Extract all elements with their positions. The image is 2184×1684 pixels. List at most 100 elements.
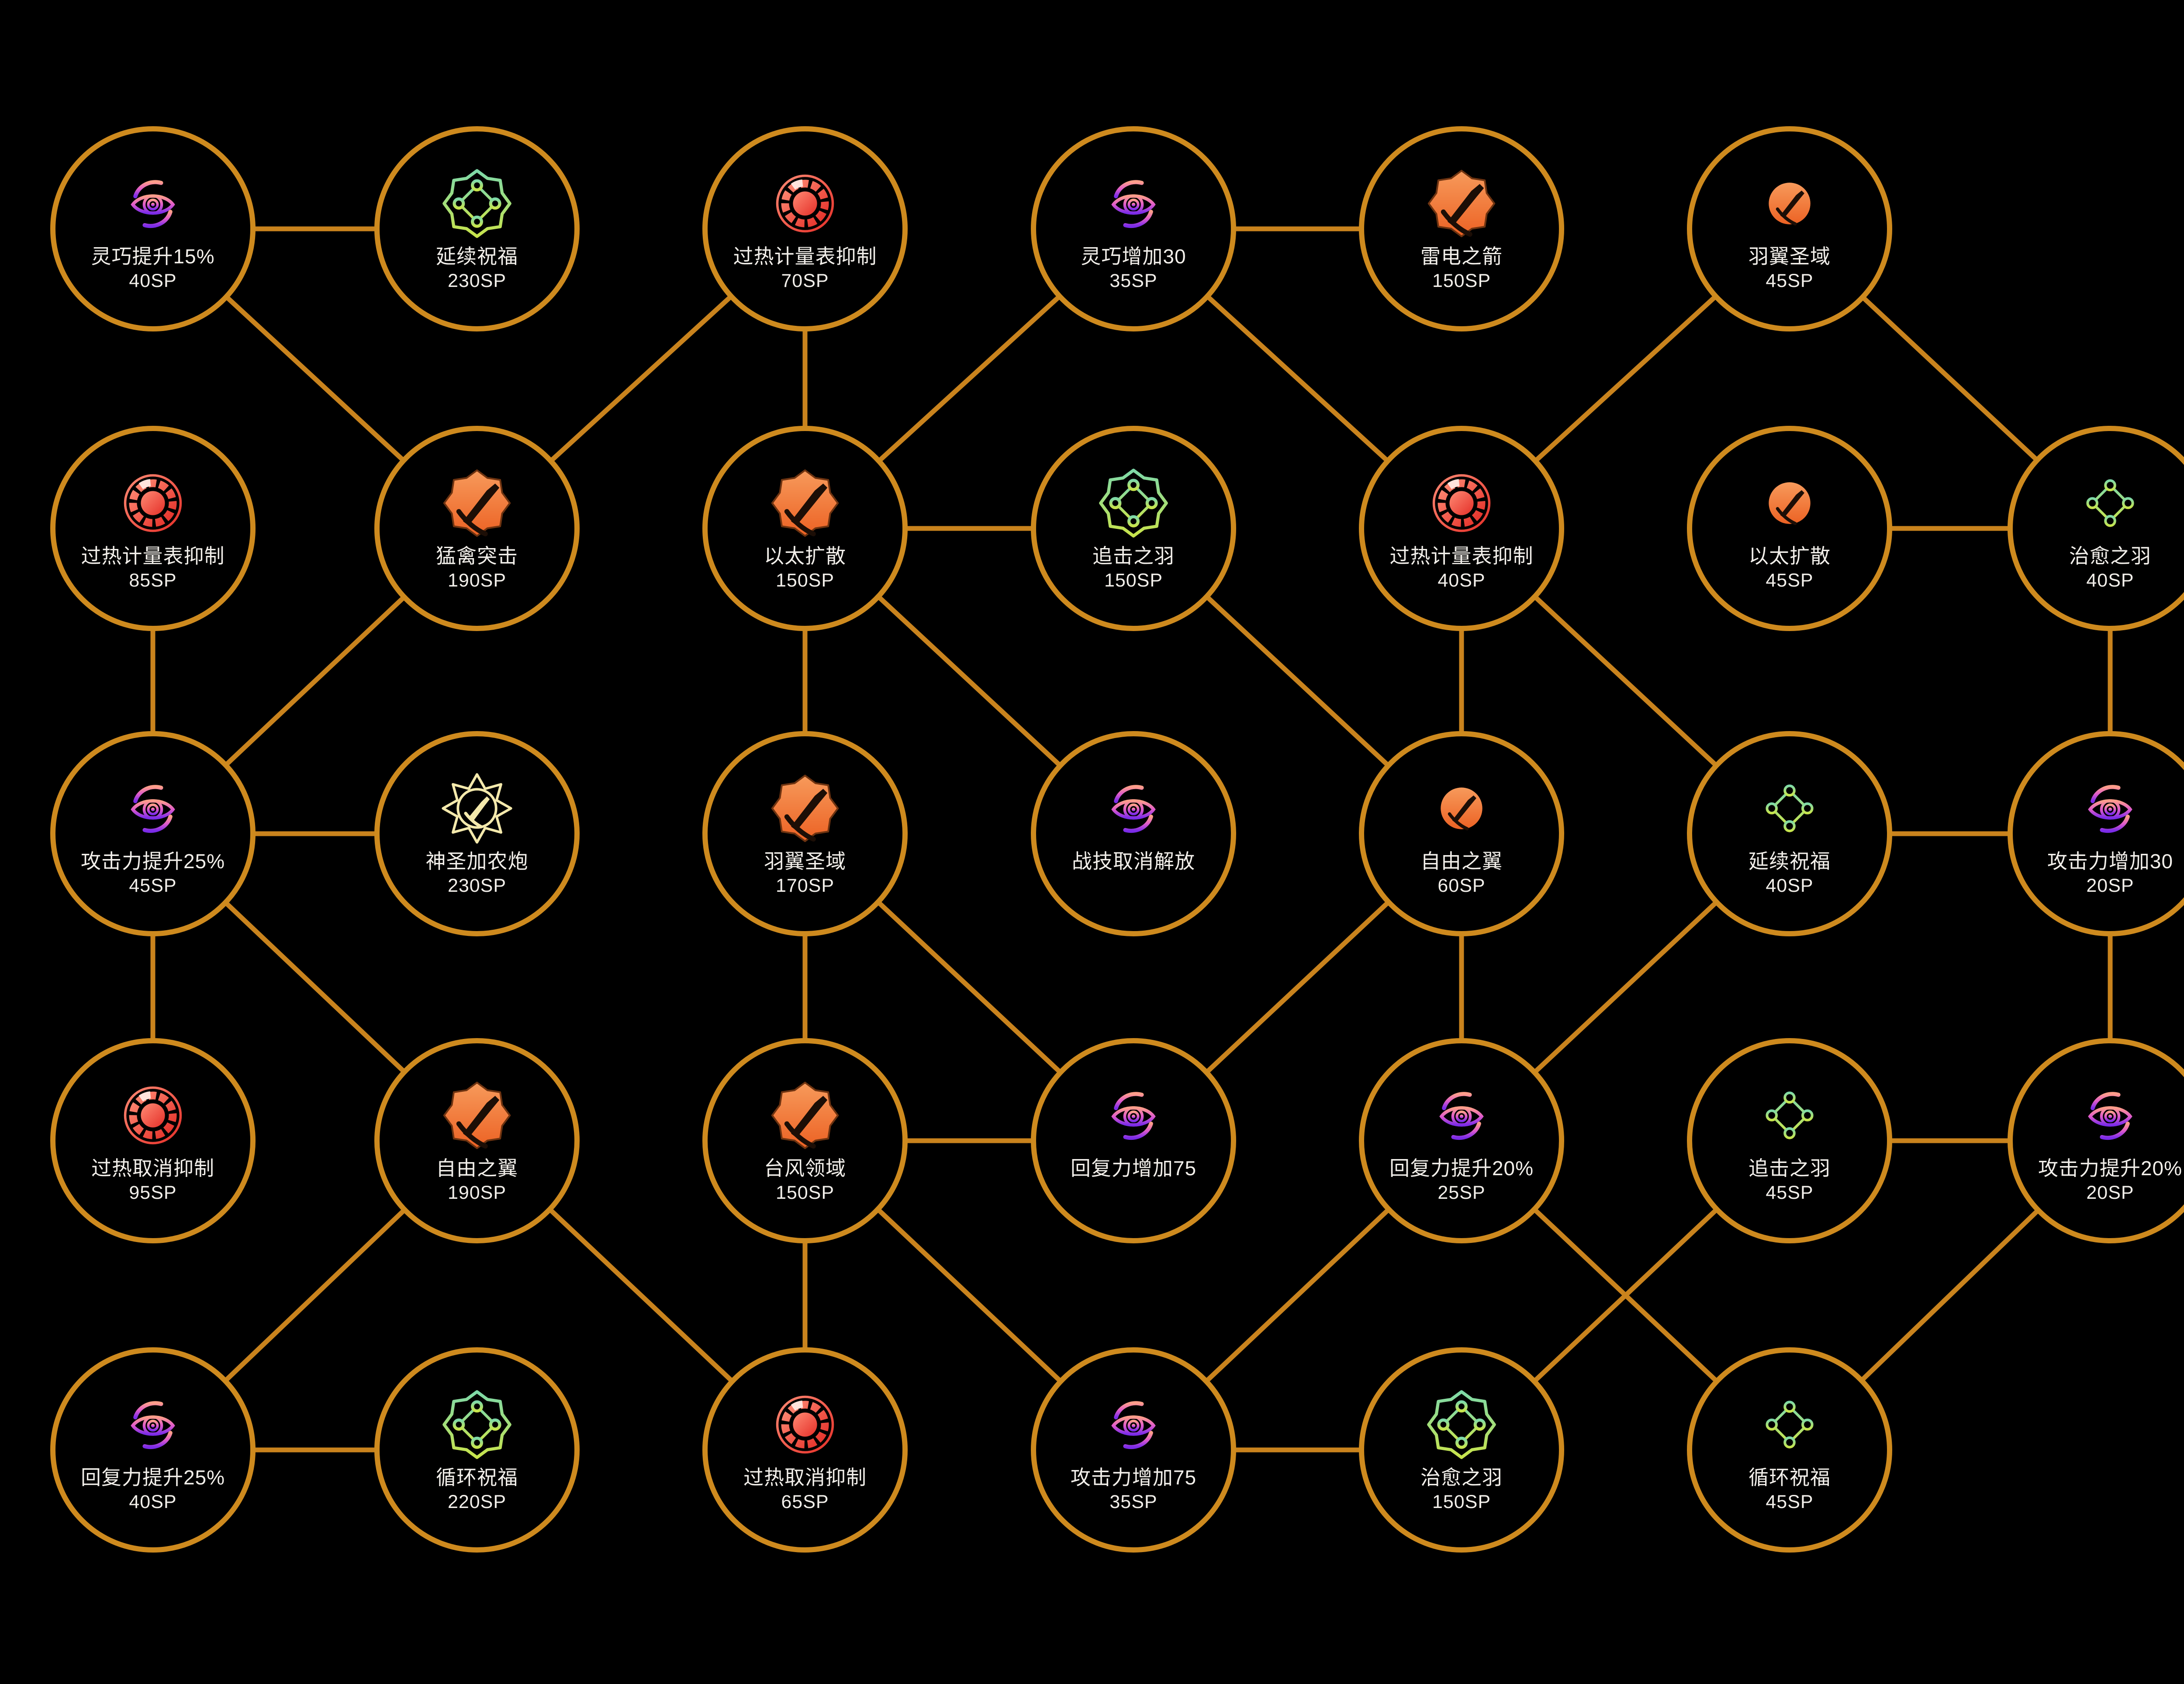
skill-name: 以太扩散 [764, 545, 846, 568]
skill-node-c1[interactable]: 攻击力提升25% 45SP [50, 731, 256, 936]
skill-node-b4[interactable]: 追击之羽 150SP [1031, 426, 1236, 631]
skill-cost: 70SP [781, 270, 829, 292]
orange-circle-icon [1766, 180, 1813, 227]
green-octagon-icon [1427, 1390, 1496, 1460]
skill-cost: 45SP [1766, 270, 1814, 292]
skill-node-a5[interactable]: 雷电之箭 150SP [1359, 126, 1564, 331]
skill-node-b3[interactable]: 以太扩散 150SP [702, 426, 908, 631]
green-diamond-icon [1763, 1089, 1816, 1142]
skill-name: 羽翼圣域 [1749, 245, 1831, 268]
green-diamond-icon [1763, 782, 1816, 835]
skill-node-e3[interactable]: 过热取消抑制 65SP [702, 1347, 908, 1553]
red-ball-icon [775, 173, 835, 234]
skill-name: 过热取消抑制 [91, 1157, 214, 1180]
skill-node-b6[interactable]: 以太扩散 45SP [1687, 426, 1892, 631]
skill-cost: 45SP [129, 875, 177, 897]
eye-icon [2084, 783, 2136, 834]
orange-circle-icon [1766, 480, 1813, 526]
skill-name: 以太扩散 [1749, 545, 1831, 568]
skill-cost: 85SP [129, 570, 177, 591]
skill-node-e6[interactable]: 循环祝福 45SP [1687, 1347, 1892, 1553]
skill-node-b5[interactable]: 过热计量表抑制 40SP [1359, 426, 1564, 631]
skill-node-d3[interactable]: 台风领域 150SP [702, 1038, 908, 1243]
skill-node-c7[interactable]: 攻击力增加30 20SP [2008, 731, 2184, 936]
skill-node-a3[interactable]: 过热计量表抑制 70SP [702, 126, 908, 331]
skill-name: 羽翼圣域 [764, 850, 846, 873]
skill-name: 战技取消解放 [1072, 850, 1195, 873]
skill-node-a2[interactable]: 延续祝福 230SP [374, 126, 580, 331]
skill-node-b2[interactable]: 猛禽突击 190SP [374, 426, 580, 631]
skill-cost: 150SP [1432, 1491, 1491, 1513]
skill-node-a6[interactable]: 羽翼圣域 45SP [1687, 126, 1892, 331]
green-octagon-icon [1099, 468, 1168, 538]
skill-node-e2[interactable]: 循环祝福 220SP [374, 1347, 580, 1553]
skill-node-b7[interactable]: 治愈之羽 40SP [2008, 426, 2184, 631]
skill-name: 灵巧增加30 [1081, 245, 1186, 268]
skill-cost: 40SP [129, 270, 177, 292]
skill-cost: 40SP [1438, 570, 1486, 591]
skill-name: 过热计量表抑制 [733, 245, 877, 268]
skill-cost: 150SP [1432, 270, 1491, 292]
green-octagon-icon [442, 1390, 512, 1460]
skill-name: 攻击力增加75 [1070, 1466, 1197, 1489]
skill-node-d1[interactable]: 过热取消抑制 95SP [50, 1038, 256, 1243]
red-ball-icon [1431, 473, 1492, 533]
skill-node-e1[interactable]: 回复力提升25% 40SP [50, 1347, 256, 1553]
skill-node-d5[interactable]: 回复力提升20% 25SP [1359, 1038, 1564, 1243]
skill-name: 循环祝福 [436, 1466, 518, 1489]
red-ball-icon [775, 1394, 835, 1455]
skill-node-e5[interactable]: 治愈之羽 150SP [1359, 1347, 1564, 1553]
skill-name: 治愈之羽 [1420, 1466, 1503, 1489]
holy-badge-icon [442, 773, 512, 844]
skill-cost: 45SP [1766, 1182, 1814, 1204]
skill-cost: 20SP [2086, 875, 2134, 897]
skill-cost: 40SP [1766, 875, 1814, 897]
red-ball-icon [123, 1085, 183, 1146]
skill-cost: 150SP [775, 1182, 835, 1204]
skill-name: 过热计量表抑制 [81, 545, 225, 568]
skill-cost: 220SP [447, 1491, 507, 1513]
skill-cost: 230SP [447, 270, 507, 292]
skill-name: 雷电之箭 [1420, 245, 1503, 268]
orange-badge-icon [442, 468, 512, 538]
skill-cost: 95SP [129, 1182, 177, 1204]
skill-node-c6[interactable]: 延续祝福 40SP [1687, 731, 1892, 936]
skill-cost: 190SP [447, 1182, 507, 1204]
eye-icon [1108, 178, 1159, 229]
skill-name: 攻击力增加30 [2047, 850, 2174, 873]
skill-name: 自由之翼 [1420, 850, 1503, 873]
skill-node-b1[interactable]: 过热计量表抑制 85SP [50, 426, 256, 631]
skill-node-d4[interactable]: 回复力增加75 [1031, 1038, 1236, 1243]
skill-cost: 35SP [1109, 1491, 1158, 1513]
skill-cost: 45SP [1766, 1491, 1814, 1513]
skill-node-a4[interactable]: 灵巧增加30 35SP [1031, 126, 1236, 331]
skill-node-d6[interactable]: 追击之羽 45SP [1687, 1038, 1892, 1243]
skill-node-a1[interactable]: 灵巧提升15% 40SP [50, 126, 256, 331]
skill-cost: 170SP [775, 875, 835, 897]
skill-name: 自由之翼 [436, 1157, 518, 1180]
skill-name: 追击之羽 [1092, 545, 1175, 568]
skill-cost: 230SP [447, 875, 507, 897]
skill-node-c3[interactable]: 羽翼圣域 170SP [702, 731, 908, 936]
eye-icon [1108, 1399, 1159, 1450]
skill-node-c4[interactable]: 战技取消解放 [1031, 731, 1236, 936]
skill-cost: 40SP [2086, 570, 2134, 591]
skill-name: 回复力增加75 [1070, 1157, 1197, 1180]
skill-cost: 40SP [129, 1491, 177, 1513]
skill-name: 回复力提升25% [80, 1466, 225, 1489]
skill-node-c5[interactable]: 自由之翼 60SP [1359, 731, 1564, 936]
skill-cost: 20SP [2086, 1182, 2134, 1204]
eye-icon [2084, 1090, 2136, 1141]
eye-icon [1108, 783, 1159, 834]
orange-badge-icon [770, 468, 840, 538]
skill-name: 延续祝福 [436, 245, 518, 268]
green-diamond-icon [2084, 477, 2136, 529]
skill-node-d2[interactable]: 自由之翼 190SP [374, 1038, 580, 1243]
skill-node-e4[interactable]: 攻击力增加75 35SP [1031, 1347, 1236, 1553]
skill-name: 过热取消抑制 [743, 1466, 867, 1489]
skill-name: 猛禽突击 [436, 545, 518, 568]
orange-badge-icon [442, 1080, 512, 1150]
skill-node-c2[interactable]: 神圣加农炮 230SP [374, 731, 580, 936]
eye-icon [1108, 1090, 1159, 1141]
